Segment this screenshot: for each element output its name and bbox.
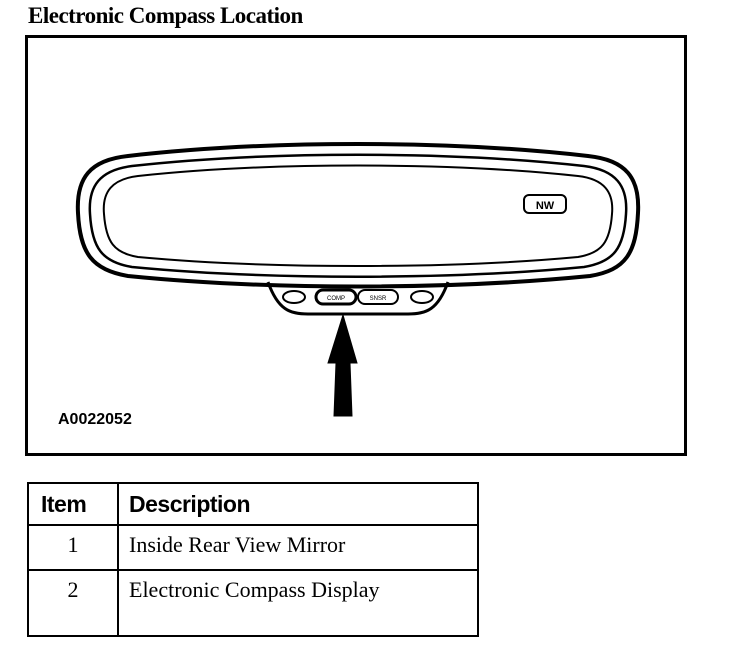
pointer-arrow (327, 313, 358, 417)
header-description: Description (117, 482, 479, 526)
mirror-housing-inner (88, 153, 628, 278)
control-pod (266, 281, 450, 316)
legend-table: Item Description 1 Inside Rear View Mirr… (27, 482, 479, 637)
mirror-illustration: NW COMP SNSR (75, 142, 641, 417)
mirror-glass (102, 164, 614, 267)
compass-display-box (523, 194, 567, 214)
figure-id-label: A0022052 (58, 411, 132, 428)
compass-display-text: NW (536, 200, 555, 212)
snsr-button (357, 289, 399, 305)
page-title: Electronic Compass Location (28, 3, 303, 28)
comp-button (314, 288, 358, 306)
row-description: Electronic Compass Display (117, 569, 479, 637)
right-indicator-light (410, 290, 434, 304)
row-item-number: 2 (27, 569, 119, 637)
illustration-frame: NW COMP SNSR A0022052 (25, 35, 687, 456)
comp-button-label: COMP (327, 296, 345, 302)
left-indicator-light (282, 290, 306, 304)
mirror-housing-outer (75, 142, 641, 289)
header-item: Item (27, 482, 119, 526)
row-item-number: 1 (27, 524, 119, 571)
legend-header-row: Item Description (27, 482, 479, 526)
table-row: 2 Electronic Compass Display (27, 569, 479, 637)
table-row: 1 Inside Rear View Mirror (27, 524, 479, 571)
snsr-button-label: SNSR (370, 296, 387, 302)
row-description: Inside Rear View Mirror (117, 524, 479, 571)
